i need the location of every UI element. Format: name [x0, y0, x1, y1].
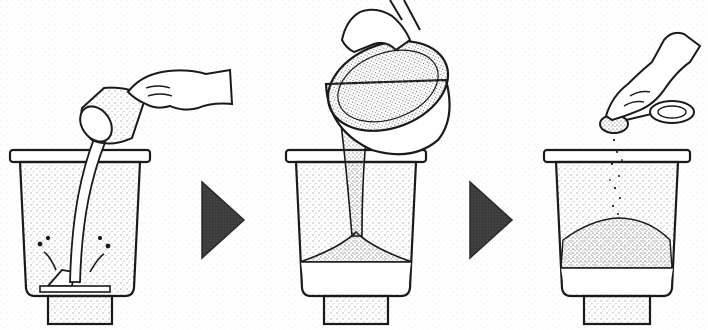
diagram-canvas	[0, 0, 708, 330]
bread-maker-steps-diagram	[0, 0, 708, 330]
